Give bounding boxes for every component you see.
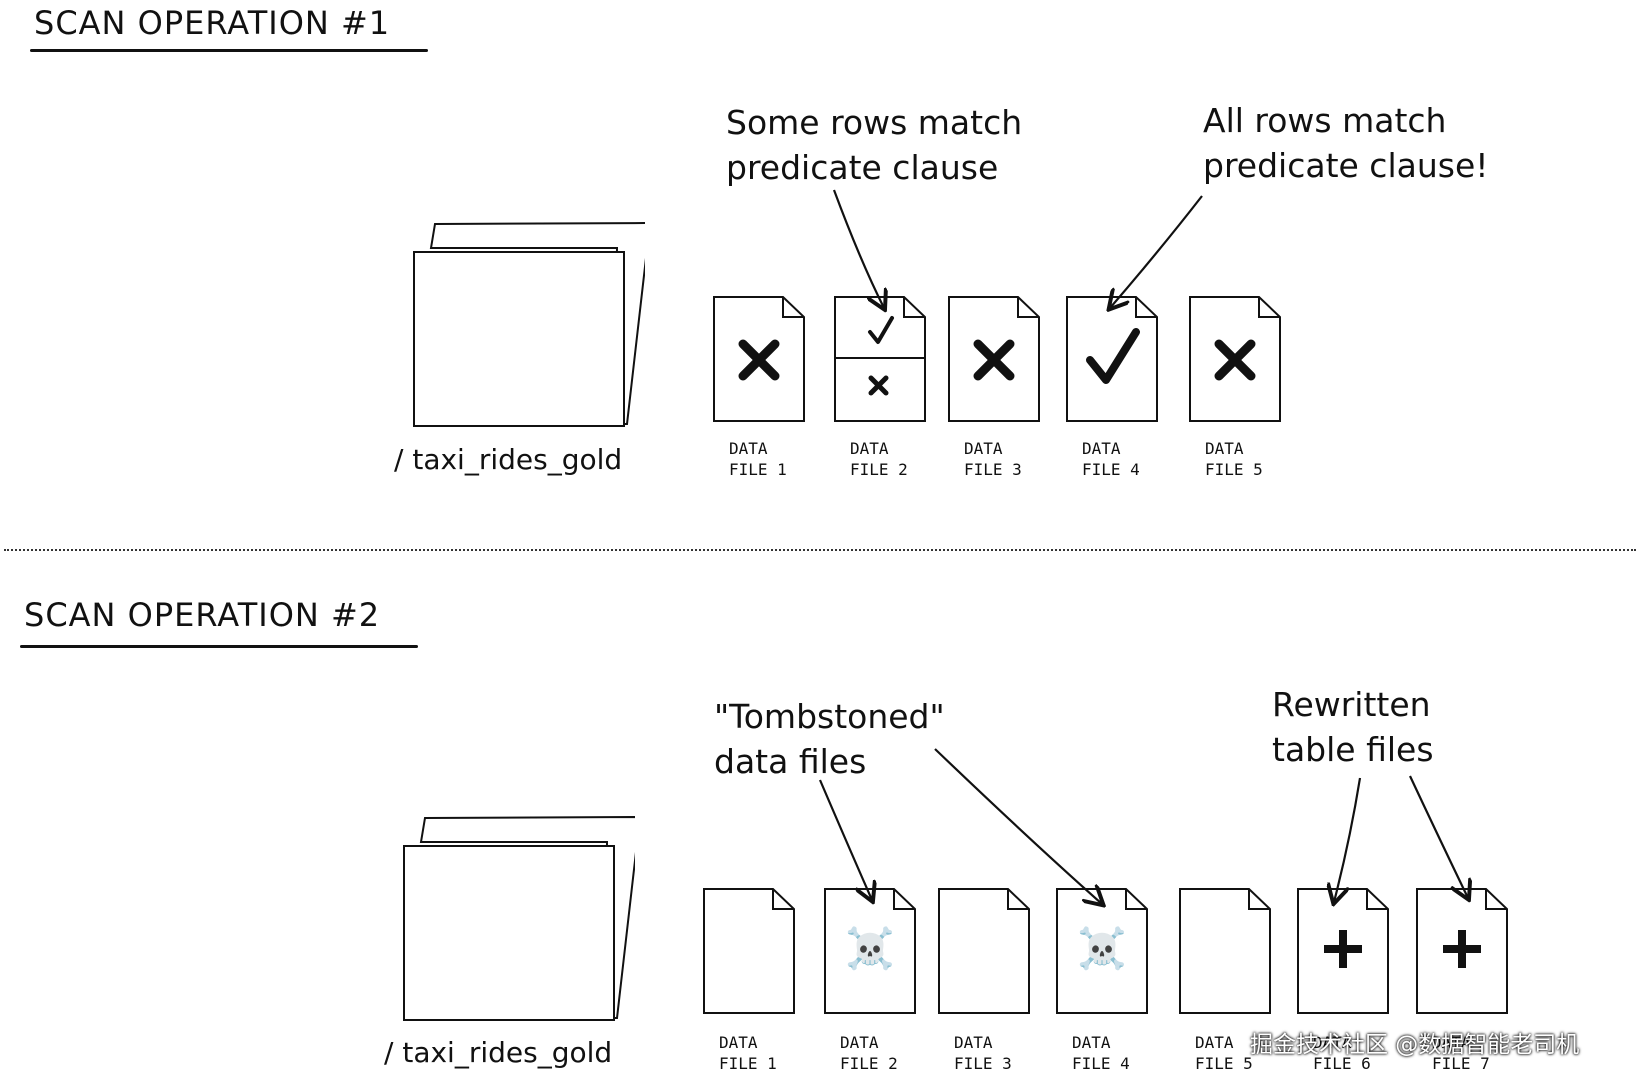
data-file-label-line1: DATA xyxy=(1432,1033,1471,1052)
data-file-label-line2: FILE 1 xyxy=(719,1054,777,1073)
data-file-label-line1: DATA xyxy=(729,439,768,458)
folder-label: / taxi_rides_gold xyxy=(384,1036,613,1069)
data-file-label-line1: DATA xyxy=(850,439,889,458)
data-file-label: DATA FILE 4 xyxy=(1072,1032,1164,1074)
note-line: All rows match xyxy=(1203,101,1447,140)
note-line: "Tombstoned" xyxy=(714,697,945,736)
skull-crossbones-icon: ☠️ xyxy=(1077,926,1127,972)
note-rewritten: Rewritten table files xyxy=(1272,682,1434,772)
data-file-label: DATA FILE 5 xyxy=(1195,1032,1287,1074)
note-tombstoned: "Tombstoned" data files xyxy=(714,694,945,784)
data-file-label-line1: DATA xyxy=(1313,1033,1352,1052)
arrow xyxy=(832,189,884,308)
section-2-title: SCAN OPERATION #2 xyxy=(24,596,381,634)
data-file-label-line1: DATA xyxy=(1072,1033,1111,1052)
note-line: table files xyxy=(1272,730,1434,769)
data-file-label: DATA FILE 5 xyxy=(1205,438,1297,480)
data-file-label-line2: FILE 2 xyxy=(840,1054,898,1073)
note-all-rows: All rows match predicate clause! xyxy=(1203,98,1488,188)
section-2-underline xyxy=(20,645,418,648)
data-file-icon xyxy=(834,296,926,422)
data-file-icon xyxy=(703,888,795,1014)
watermark: 掘金技术社区 @数据智能老司机 xyxy=(1250,1032,1580,1058)
data-file-label-line2: FILE 6 xyxy=(1313,1054,1371,1073)
data-file-label-line2: FILE 1 xyxy=(729,460,787,479)
data-file-icon: ☠️ xyxy=(824,888,916,1014)
arrow xyxy=(934,748,1102,904)
data-file-icon xyxy=(1179,888,1271,1014)
arrow xyxy=(1334,777,1362,902)
data-file-icon xyxy=(1066,296,1158,422)
data-file-label: DATA FILE 7 xyxy=(1432,1032,1524,1074)
section-1-title: SCAN OPERATION #1 xyxy=(34,4,391,42)
skull-crossbones-icon: ☠️ xyxy=(845,926,895,972)
data-file-label-line1: DATA xyxy=(1195,1033,1234,1052)
data-file-icon xyxy=(713,296,805,422)
check-icon xyxy=(1086,328,1140,384)
section-separator xyxy=(4,549,1636,551)
note-some-rows: Some rows match predicate clause xyxy=(726,100,1022,190)
table-folder-icon xyxy=(413,222,645,427)
data-file-label: DATA FILE 4 xyxy=(1082,438,1174,480)
note-line: predicate clause xyxy=(726,148,999,187)
folder-label: / taxi_rides_gold xyxy=(394,443,623,476)
data-file-label-line1: DATA xyxy=(719,1033,758,1052)
split-check-cross-icon xyxy=(835,316,925,396)
data-file-label-line2: FILE 3 xyxy=(964,460,1022,479)
data-file-label-line2: FILE 5 xyxy=(1205,460,1263,479)
cross-icon xyxy=(1214,339,1256,381)
data-file-label-line1: DATA xyxy=(840,1033,879,1052)
data-file-label: DATA FILE 2 xyxy=(840,1032,932,1074)
data-file-icon xyxy=(1416,888,1508,1014)
data-file-icon xyxy=(938,888,1030,1014)
data-file-icon: ☠️ xyxy=(1056,888,1148,1014)
data-file-label: DATA FILE 1 xyxy=(729,438,821,480)
data-file-label: DATA FILE 1 xyxy=(719,1032,811,1074)
arrow xyxy=(1110,195,1203,308)
data-file-label: DATA FILE 6 xyxy=(1313,1032,1405,1074)
data-file-label-line2: FILE 7 xyxy=(1432,1054,1490,1073)
data-file-label-line1: DATA xyxy=(1205,439,1244,458)
data-file-label-line1: DATA xyxy=(964,439,1003,458)
data-file-label-line2: FILE 4 xyxy=(1072,1054,1130,1073)
data-file-label-line2: FILE 3 xyxy=(954,1054,1012,1073)
arrow xyxy=(1409,775,1468,898)
data-file-icon xyxy=(1297,888,1389,1014)
note-line: predicate clause! xyxy=(1203,146,1489,185)
cross-icon xyxy=(973,339,1015,381)
data-file-label-line1: DATA xyxy=(1082,439,1121,458)
note-line: Some rows match xyxy=(726,103,1023,142)
data-file-icon xyxy=(948,296,1040,422)
data-file-label-line2: FILE 4 xyxy=(1082,460,1140,479)
arrow xyxy=(818,779,872,900)
data-file-label-line2: FILE 2 xyxy=(850,460,908,479)
data-file-icon xyxy=(1189,296,1281,422)
data-file-label-line1: DATA xyxy=(954,1033,993,1052)
data-file-label: DATA FILE 2 xyxy=(850,438,942,480)
plus-icon xyxy=(1324,930,1362,968)
data-file-label-line2: FILE 5 xyxy=(1195,1054,1253,1073)
plus-icon xyxy=(1443,930,1481,968)
note-line: data files xyxy=(714,742,867,781)
section-1-underline xyxy=(30,49,428,52)
note-line: Rewritten xyxy=(1272,685,1431,724)
data-file-label: DATA FILE 3 xyxy=(964,438,1056,480)
cross-icon xyxy=(738,339,780,381)
table-folder-icon xyxy=(403,816,635,1021)
data-file-label: DATA FILE 3 xyxy=(954,1032,1046,1074)
